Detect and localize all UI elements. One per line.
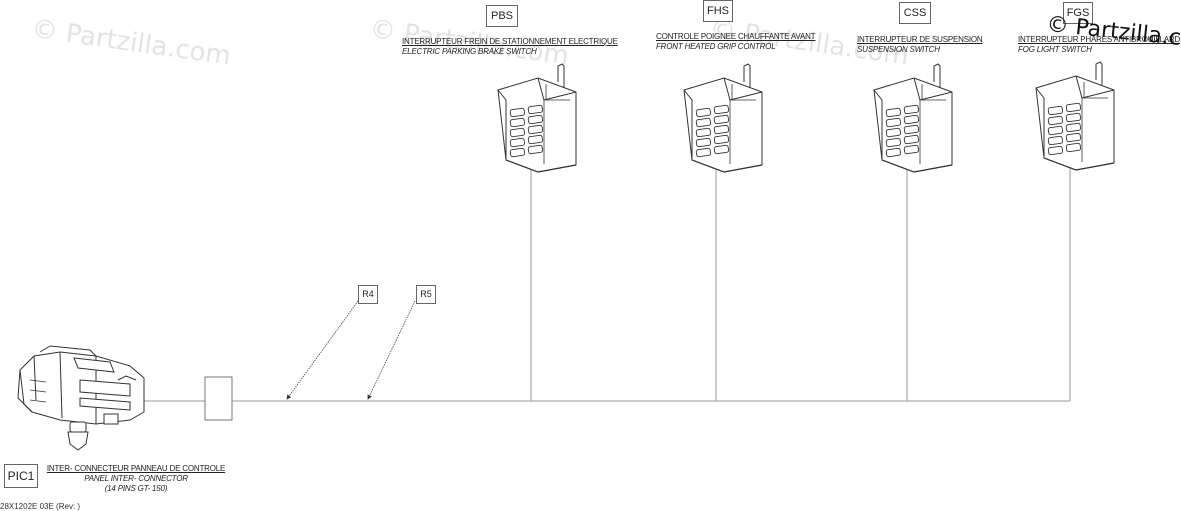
switch-label-fr: INTERRUPTEUR PHARES ANTIBROUILLARD xyxy=(1018,35,1181,44)
switch-tag-fhs: FHS xyxy=(703,0,733,22)
resistor-tag-r4: R4 xyxy=(358,285,378,304)
switch-label-en: FRONT HEATED GRIP CONTROL xyxy=(656,42,776,51)
connector-label-fr: INTER- CONNECTEUR PANNEAU DE CONTROLE xyxy=(46,464,226,473)
switch-label-css: INTERRUPTEUR DE SUSPENSION SUSPENSION SW… xyxy=(857,35,983,55)
switch-drawing-css xyxy=(873,63,953,173)
drawing-number: 28X1202E 03E (Rev: ) xyxy=(0,502,81,511)
r4-leader xyxy=(286,300,359,400)
inline-splice-box xyxy=(204,376,233,421)
switch-tag-fgs: FGS xyxy=(1063,2,1093,24)
resistor-tag-r5: R5 xyxy=(416,285,436,304)
switch-drawing-fgs xyxy=(1035,61,1115,171)
switch-label-fr: INTERRUPTEUR DE SUSPENSION xyxy=(857,35,983,44)
connector-tag: PIC1 xyxy=(4,464,38,488)
switch-label-fhs: CONTROLE POIGNEE CHAUFFANTE AVANT FRONT … xyxy=(656,32,816,52)
connector-label-pins: (14 PINS GT- 150) xyxy=(104,484,168,493)
switch-label-en: FOG LIGHT SWITCH xyxy=(1018,45,1092,54)
switch-tag-css: CSS xyxy=(899,2,931,24)
switch-label-fr: CONTROLE POIGNEE CHAUFFANTE AVANT xyxy=(656,32,816,41)
switch-label-en: SUSPENSION SWITCH xyxy=(857,45,940,54)
connector-label-en: PANEL INTER- CONNECTOR xyxy=(84,474,188,483)
switch-tag-pbs: PBS xyxy=(486,5,518,27)
switch-label-fgs: INTERRUPTEUR PHARES ANTIBROUILLARD FOG L… xyxy=(1018,35,1181,55)
connector-drawing xyxy=(17,345,145,451)
switch-label-en: ELECTRIC PARKING BRAKE SWITCH xyxy=(402,47,537,56)
r5-leader xyxy=(367,300,416,400)
switch-drawing-fhs xyxy=(683,63,763,173)
connector-label: INTER- CONNECTEUR PANNEAU DE CONTROLE PA… xyxy=(44,464,228,494)
switch-label-pbs: INTERRUPTEUR FREIN DE STATIONNEMENT ELEC… xyxy=(402,37,618,57)
switch-label-fr: INTERRUPTEUR FREIN DE STATIONNEMENT ELEC… xyxy=(402,37,618,46)
switch-drawing-pbs xyxy=(497,63,577,173)
